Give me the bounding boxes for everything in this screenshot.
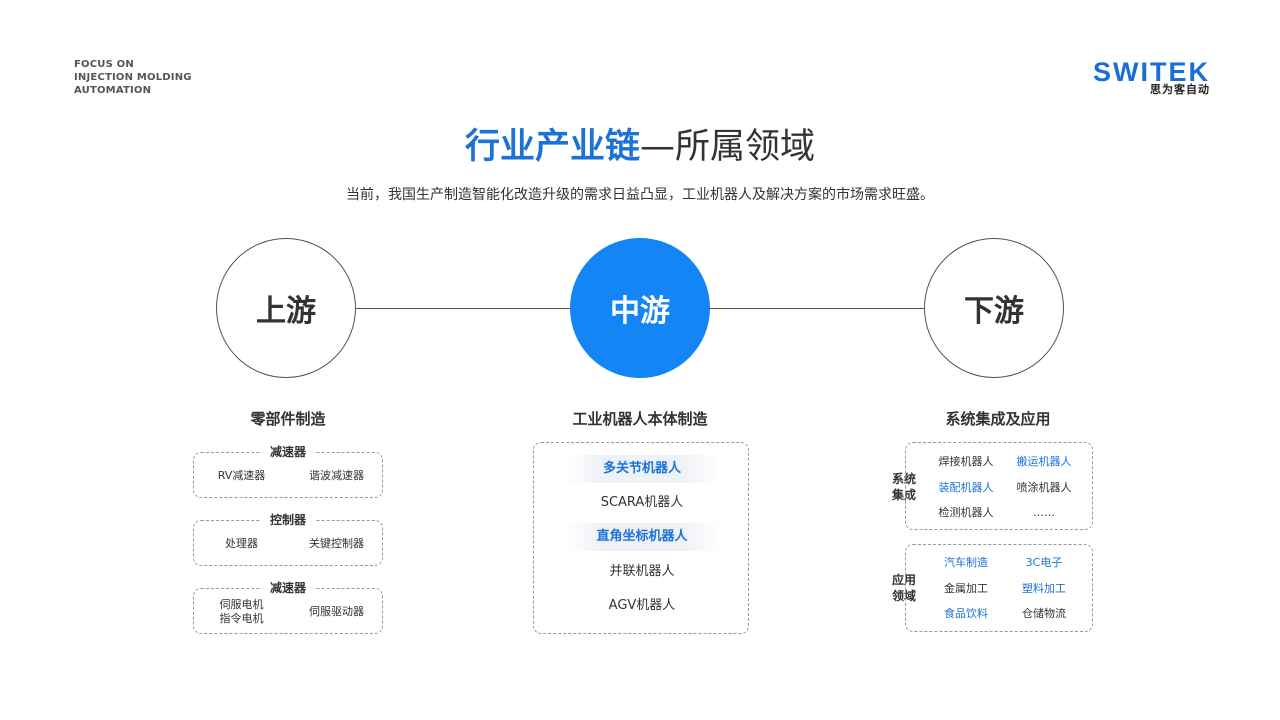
logo-subtitle: 思为客自动 xyxy=(1150,83,1210,96)
node-midstream: 中游 xyxy=(570,238,710,378)
tagline: FOCUS ON INJECTION MOLDING AUTOMATION xyxy=(74,58,192,97)
grid-item: 搬运机器人 xyxy=(1016,455,1072,468)
grid-item: 仓储物流 xyxy=(1022,607,1066,620)
list-item: AGV机器人 xyxy=(608,598,676,613)
grid-item: …… xyxy=(1033,506,1055,519)
downstream-heading: 系统集成及应用 xyxy=(945,410,1051,428)
integration-label: 系统 集成 xyxy=(891,472,916,502)
group-label: 控制器 xyxy=(259,512,317,528)
page-subtitle: 当前，我国生产制造智能化改造升级的需求日益凸显，工业机器人及解决方案的市场需求旺… xyxy=(346,187,934,203)
group-item: 关键控制器 xyxy=(309,537,364,550)
grid-item: 3C电子 xyxy=(1025,556,1063,569)
grid-item: 金属加工 xyxy=(944,582,988,595)
switek-logo: SWITEK 思为客自动 xyxy=(1046,58,1210,96)
grid-item: 焊接机器人 xyxy=(938,455,994,468)
title-highlight: 行业产业链 xyxy=(464,127,640,167)
group-item: 伺服电机 指令电机 xyxy=(219,598,264,625)
connector-up-mid xyxy=(356,308,570,309)
group-item: RV减速器 xyxy=(217,469,266,482)
upstream-heading: 零部件制造 xyxy=(250,410,326,428)
list-item: 并联机器人 xyxy=(609,564,675,579)
midstream-list: 多关节机器人 SCARA机器人 直角坐标机器人 并联机器人 AGV机器人 xyxy=(533,442,749,634)
list-item: 直角坐标机器人 xyxy=(564,523,720,551)
list-item: 多关节机器人 xyxy=(564,455,720,483)
application-label: 应用 领域 xyxy=(891,573,916,603)
application-box: 汽车制造 3C电子 金属加工 塑料加工 食品饮料 仓储物流 xyxy=(905,544,1093,632)
grid-item: 装配机器人 xyxy=(938,481,994,494)
upstream-group-controller: 控制器 处理器 关键控制器 xyxy=(193,512,383,566)
node-downstream: 下游 xyxy=(924,238,1064,378)
upstream-group-reducer: 减速器 RV减速器 谐波减速器 xyxy=(193,444,383,498)
tagline-line-1: FOCUS ON xyxy=(74,59,134,70)
grid-item: 检测机器人 xyxy=(938,506,994,519)
list-item: SCARA机器人 xyxy=(600,495,684,510)
page-title: 行业产业链—所属领域 xyxy=(0,124,1280,170)
logo-wordmark: SWITEK xyxy=(1093,57,1210,87)
grid-item: 喷涂机器人 xyxy=(1016,481,1072,494)
group-item: 处理器 xyxy=(225,537,258,550)
grid-item: 食品饮料 xyxy=(944,607,988,620)
upstream-group-servo: 减速器 伺服电机 指令电机 伺服驱动器 xyxy=(193,580,383,634)
title-rest: —所属领域 xyxy=(640,127,816,167)
tagline-line-2: INJECTION MOLDING xyxy=(74,72,192,83)
group-label: 减速器 xyxy=(259,580,317,596)
group-label: 减速器 xyxy=(259,444,317,460)
group-item: 谐波减速器 xyxy=(309,469,364,482)
integration-box: 焊接机器人 搬运机器人 装配机器人 喷涂机器人 检测机器人 …… xyxy=(905,442,1093,530)
grid-item: 塑料加工 xyxy=(1022,582,1066,595)
midstream-heading: 工业机器人本体制造 xyxy=(572,410,708,428)
node-upstream: 上游 xyxy=(216,238,356,378)
connector-mid-down xyxy=(710,308,924,309)
group-item: 伺服驱动器 xyxy=(309,605,364,618)
tagline-line-3: AUTOMATION xyxy=(74,85,152,96)
grid-item: 汽车制造 xyxy=(944,556,988,569)
